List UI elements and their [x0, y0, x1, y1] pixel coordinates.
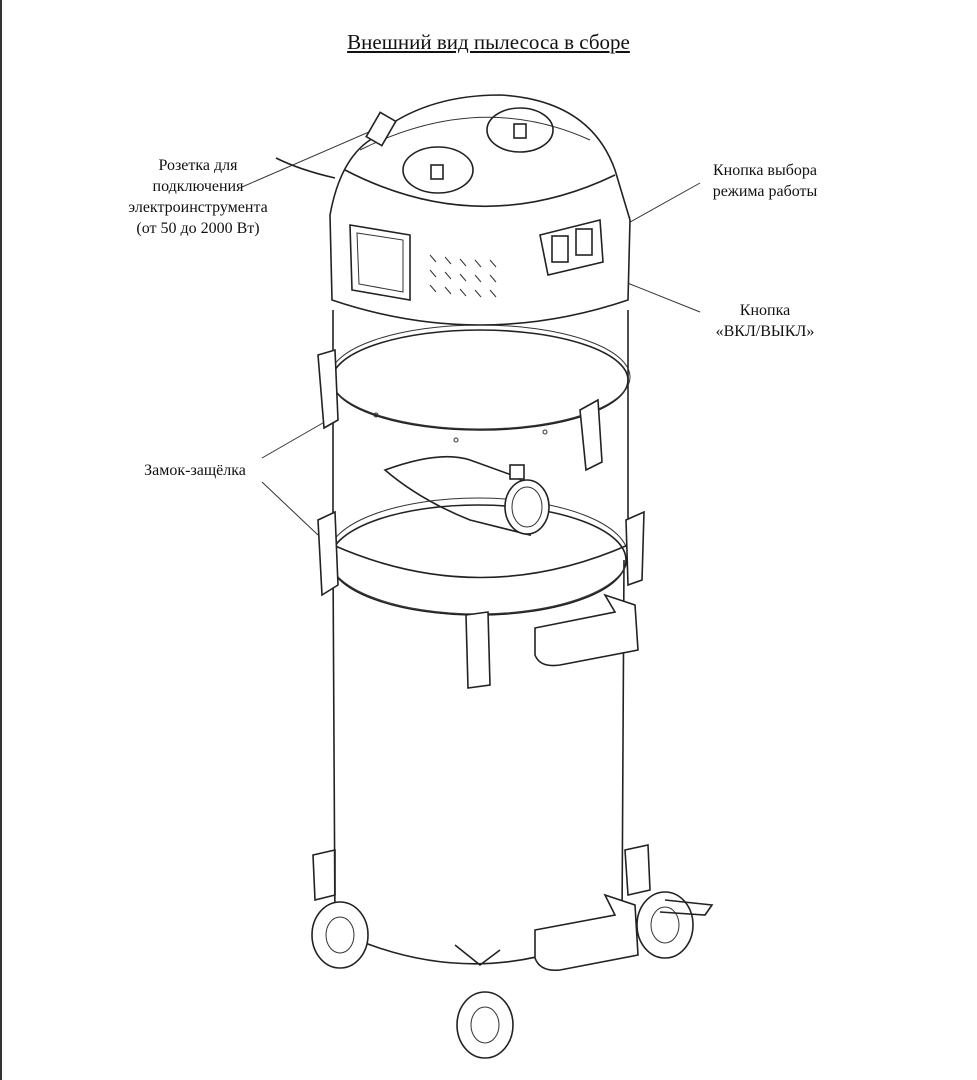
label-socket: Розетка для подключения электроинструмен…: [108, 155, 288, 239]
label-line: (от 50 до 2000 Вт): [136, 220, 260, 237]
title-text: Внешний вид пылесоса в сборе: [347, 30, 630, 54]
cable-icon: [275, 157, 336, 179]
latches: [317, 348, 645, 689]
label-power-button: Кнопка «ВКЛ/ВЫКЛ»: [690, 300, 840, 342]
label-line: Кнопка: [739, 302, 791, 319]
handles: [534, 593, 639, 972]
label-latch: Замок-защёлка: [144, 462, 246, 479]
label-line: Розетка для: [158, 157, 238, 174]
casters: [311, 844, 714, 1059]
label-line: режима работы: [712, 183, 818, 200]
inlet-pipe: [383, 455, 550, 537]
label-line: электроинструмента: [128, 199, 268, 216]
label-line: Кнопка выбора: [713, 162, 817, 179]
mode-switch-icon: [575, 228, 593, 256]
label-line: «ВКЛ/ВЫКЛ»: [715, 323, 815, 340]
motor-head: [275, 94, 631, 326]
label-line: подключения: [152, 178, 244, 195]
page-title: Внешний вид пылесоса в сборе: [0, 30, 977, 55]
lower-drum: [327, 497, 629, 965]
label-mode-button: Кнопка выбора режима работы: [695, 160, 835, 202]
power-switch-icon: [551, 235, 569, 263]
page-edge: [0, 0, 2, 1080]
